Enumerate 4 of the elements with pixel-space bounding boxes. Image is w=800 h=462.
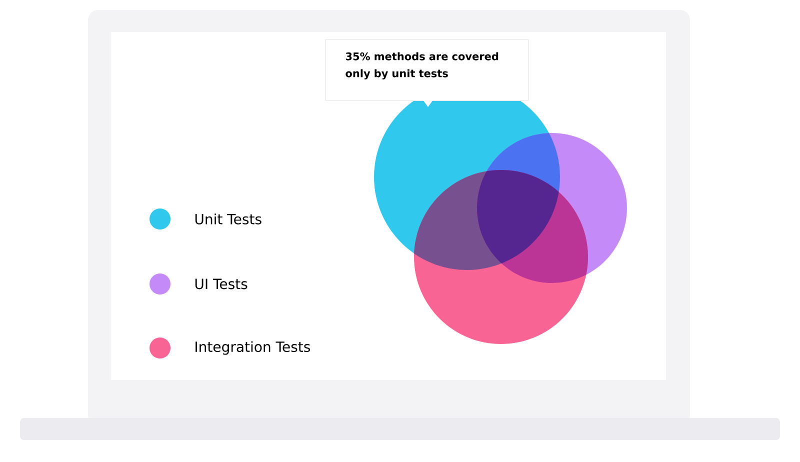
legend-label: Unit Tests — [195, 214, 262, 224]
legend-label: UI Tests — [195, 278, 248, 290]
legend-label: Integration Tests — [196, 341, 310, 355]
callout-tooltip: 35% methods are covered only by unit tests — [325, 39, 529, 107]
